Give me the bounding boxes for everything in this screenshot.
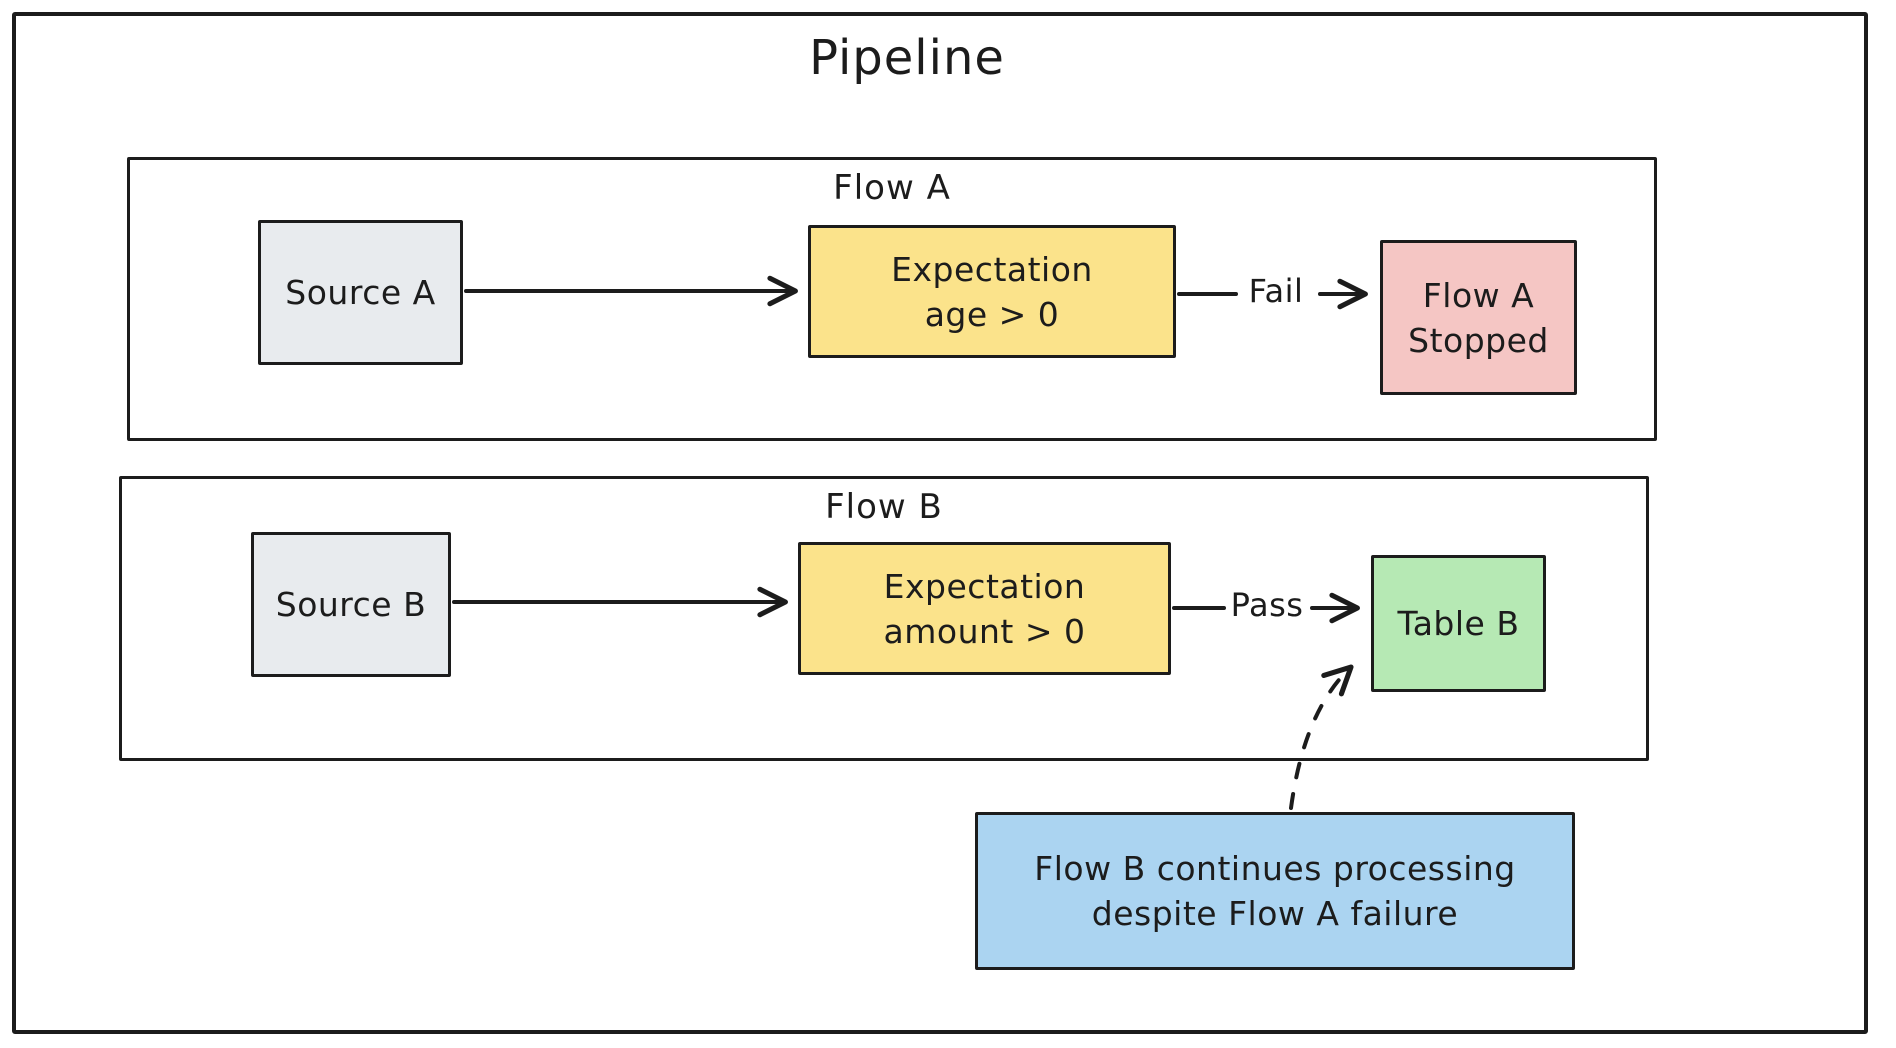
note-line2: despite Flow A failure [1091,894,1459,933]
expectation-a-node: Expectation age > 0 [808,225,1176,358]
edge-label-fail: Fail [1248,272,1304,310]
expectation-b-node: Expectation amount > 0 [798,542,1171,675]
edge-label-pass: Pass [1230,586,1304,624]
flow-a-label: Flow A [833,168,951,208]
source-a-node: Source A [258,220,463,365]
table-b-node: Table B [1371,555,1546,692]
pipeline-title: Pipeline [809,30,1005,86]
source-b-node: Source B [251,532,451,677]
flow-a-container: Flow A [127,157,1657,441]
table-b-label: Table B [1397,604,1520,643]
source-a-label: Source A [285,273,436,312]
expectation-b-line2: amount > 0 [883,611,1086,651]
source-b-label: Source B [275,585,427,624]
note-box: Flow B continues processing despite Flow… [975,812,1575,970]
expectation-a-line2: age > 0 [924,294,1060,334]
note-line1: Flow B continues processing [1034,849,1516,888]
flow-a-stopped-line1: Flow A [1422,275,1535,315]
flow-b-label: Flow B [825,487,943,527]
expectation-a-line1: Expectation [891,249,1093,289]
flow-a-stopped-node: Flow A Stopped [1380,240,1577,395]
flow-a-stopped-line2: Stopped [1408,320,1549,360]
expectation-b-line1: Expectation [883,566,1086,606]
flow-b-container: Flow B [119,476,1649,761]
